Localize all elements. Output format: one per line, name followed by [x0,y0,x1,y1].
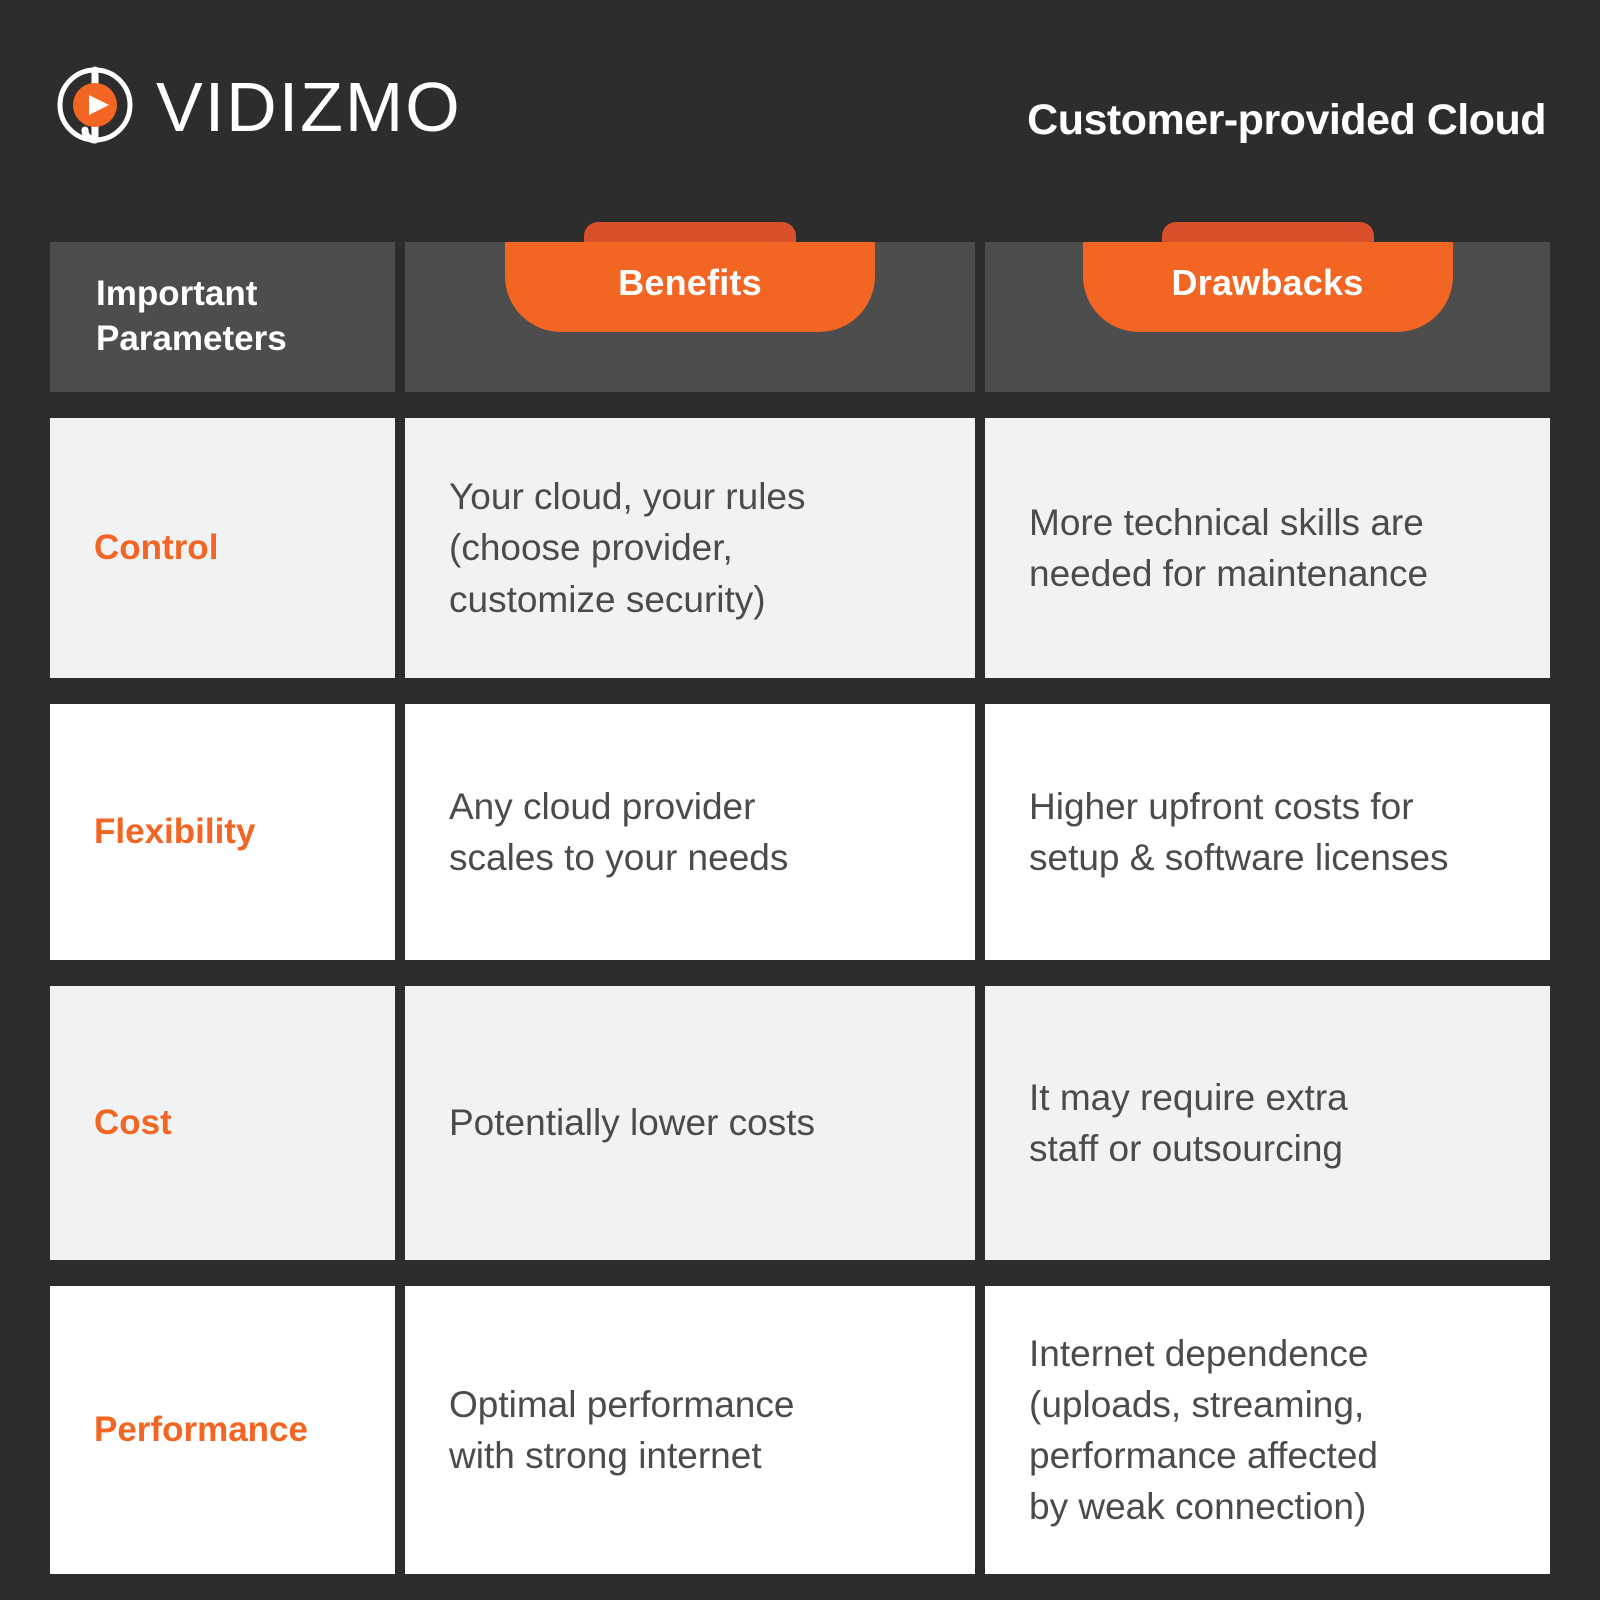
column-divider [975,1286,985,1574]
column-header-benefits: Benefits [405,222,975,392]
row-benefit-cell: Potentially lower costs [405,986,975,1260]
page-header: VIDIZMO Customer-provided Cloud [0,0,1600,210]
column-header-parameters: Important Parameters [50,242,395,392]
row-parameter-label: Performance [94,1409,308,1449]
row-drawback-cell: More technical skills are needed for mai… [985,418,1550,678]
row-drawback-cell: Higher upfront costs for setup & softwar… [985,704,1550,960]
row-benefit-cell: Optimal performance with strong internet [405,1286,975,1574]
column-header-drawbacks-label: Drawbacks [1171,262,1364,303]
column-divider [395,704,405,960]
vidizmo-play-logo-icon [52,62,138,148]
column-divider [395,242,405,392]
column-divider [975,418,985,678]
table-row: Cost Potentially lower costs It may requ… [50,986,1550,1260]
comparison-table: Important Parameters Benefits [50,222,1550,1574]
drawbacks-badge: Drawbacks [985,222,1550,392]
benefits-badge-shape: Benefits [505,222,875,332]
brand-wordmark: VIDIZMO [156,68,462,146]
table-row: Performance Optimal performance with str… [50,1286,1550,1574]
row-benefit-text: Any cloud provider scales to your needs [449,785,789,878]
row-parameter-label: Control [94,527,219,567]
row-drawback-text: More technical skills are needed for mai… [1029,501,1429,594]
table-row: Control Your cloud, your rules (choose p… [50,418,1550,678]
row-drawback-cell: Internet dependence (uploads, streaming,… [985,1286,1550,1574]
row-parameter-label: Flexibility [94,811,256,851]
row-benefit-text: Optimal performance with strong internet [449,1383,795,1476]
row-benefit-text: Your cloud, your rules (choose provider,… [449,476,806,620]
column-divider [395,1286,405,1574]
row-parameter-cell: Control [50,418,395,678]
row-drawback-text: Higher upfront costs for setup & softwar… [1029,785,1449,878]
column-divider [395,986,405,1260]
row-parameter-cell: Performance [50,1286,395,1574]
row-benefit-cell: Your cloud, your rules (choose provider,… [405,418,975,678]
drawbacks-badge-shape: Drawbacks [1082,222,1453,332]
row-drawback-text: It may require extra staff or outsourcin… [1029,1076,1348,1169]
column-divider [975,704,985,960]
drawbacks-badge-tab [1161,222,1374,266]
column-divider [975,986,985,1260]
benefits-badge-body: Benefits [505,242,875,332]
page-title: Customer-provided Cloud [1027,96,1546,144]
row-parameter-cell: Flexibility [50,704,395,960]
row-benefit-text: Potentially lower costs [449,1102,816,1144]
row-benefit-cell: Any cloud provider scales to your needs [405,704,975,960]
column-header-benefits-label: Benefits [618,262,762,303]
row-parameter-cell: Cost [50,986,395,1260]
benefits-badge-tab [584,222,796,266]
row-drawback-text: Internet dependence (uploads, streaming,… [1029,1332,1378,1528]
column-header-parameters-label: Important Parameters [96,274,287,358]
column-header-drawbacks: Drawbacks [985,222,1550,392]
column-divider [395,418,405,678]
row-parameter-label: Cost [94,1102,172,1142]
benefits-badge: Benefits [405,222,975,392]
row-drawback-cell: It may require extra staff or outsourcin… [985,986,1550,1260]
table-header-row: Important Parameters Benefits [50,222,1550,392]
table-row: Flexibility Any cloud provider scales to… [50,704,1550,960]
column-divider [975,242,985,392]
brand-logo: VIDIZMO [52,62,462,148]
drawbacks-badge-body: Drawbacks [1082,242,1453,332]
